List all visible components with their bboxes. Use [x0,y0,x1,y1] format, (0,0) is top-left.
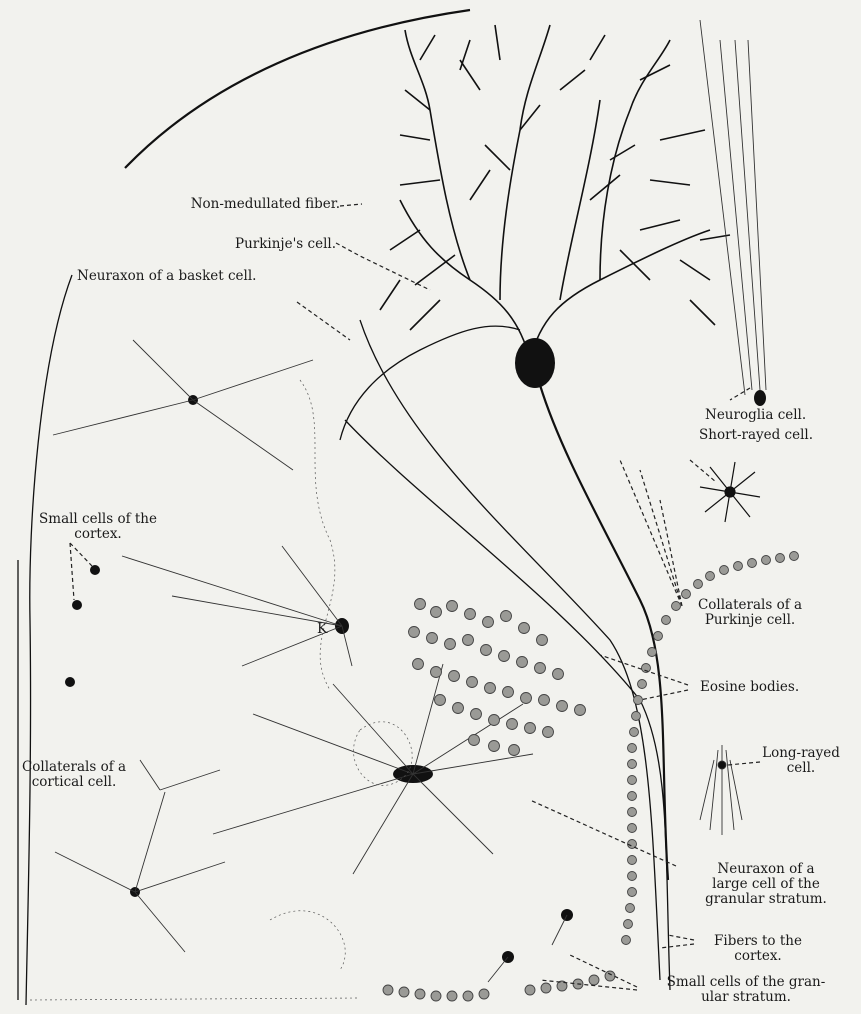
label-neuraxon-large-cell: Neuraxon of a large cell of the granular… [680,862,852,907]
leader-small-cortex [70,543,92,600]
small-granular-cells [488,909,573,982]
bottom-dotted-baseline [30,998,360,1000]
label-fibers-cortex-line2: cortex. [698,949,818,964]
label-small-cells-granular-line1: Small cells of the gran- [640,975,852,990]
leader-basket [297,302,350,340]
label-neuraxon-large-line1: Neuraxon of a [680,862,852,877]
leader-eosine [600,655,688,700]
label-small-cells-granular-line2: ular stratum. [640,990,852,1005]
leader-short-rayed [690,460,716,482]
leader-collaterals-purkinje [620,460,682,606]
label-eosine-bodies: Eosine bodies. [700,680,799,695]
eosine-body-cluster [409,599,586,756]
label-long-rayed-line1: Long-rayed [756,746,846,761]
label-neuraxon-large-line2: large cell of the [680,877,852,892]
label-purkinje-cell: Purkinje's cell. [188,237,336,252]
cell-k [122,546,352,666]
label-non-medullated-fiber: Non-medullated fiber. [128,197,340,212]
label-short-rayed-cell: Short-rayed cell. [699,428,813,443]
leader-small-granular [540,955,637,990]
fiber-to-cortex-1 [345,420,670,990]
short-rayed-cell [700,462,760,522]
dotted-outline-lower [270,911,345,970]
leader-purkinje [336,243,430,290]
purkinje-dendritic-tree [380,25,730,360]
label-collaterals-purkinje-line2: Purkinje cell. [680,613,820,628]
large-granular-cell [213,664,533,874]
label-collaterals-cortical: Collaterals of a cortical cell. [4,760,144,790]
leader-neuroglia [730,388,750,400]
label-collaterals-purkinje: Collaterals of a Purkinje cell. [680,598,820,628]
label-collaterals-cortical-line1: Collaterals of a [4,760,144,775]
basket-cell-neuraxon [340,326,520,440]
label-long-rayed-cell: Long-rayed cell. [756,746,846,776]
inner-boundary-curve [26,275,72,1005]
label-neuroglia-cell: Neuroglia cell. [705,408,806,423]
bottom-granule-row [383,971,615,1001]
label-small-cells-cortex-line2: cortex. [8,527,188,542]
label-long-rayed-line2: cell. [756,761,846,776]
label-small-cells-cortex: Small cells of the cortex. [8,512,188,542]
label-collaterals-cortical-line2: cortical cell. [4,775,144,790]
leader-non-medullated [340,204,362,206]
label-basket-neuraxon: Neuraxon of a basket cell. [77,269,256,284]
leader-neuraxon-large [530,800,676,866]
neuroglia-cell [700,20,766,406]
label-fibers-to-cortex: Fibers to the cortex. [698,934,818,964]
leader-fibers-cortex [660,935,694,948]
label-neuraxon-large-line3: granular stratum. [680,892,852,907]
label-k-marker: K [317,622,327,637]
label-fibers-cortex-line1: Fibers to the [698,934,818,949]
label-small-cells-granular: Small cells of the gran- ular stratum. [640,975,852,1005]
purkinje-cell-body [515,338,555,388]
cortex-surface-curve [125,10,470,168]
label-small-cells-cortex-line1: Small cells of the [8,512,188,527]
fiber-to-cortex-2 [360,320,660,980]
dotted-outline-left [300,380,335,690]
long-rayed-cell [700,745,742,835]
label-collaterals-purkinje-line1: Collaterals of a [680,598,820,613]
